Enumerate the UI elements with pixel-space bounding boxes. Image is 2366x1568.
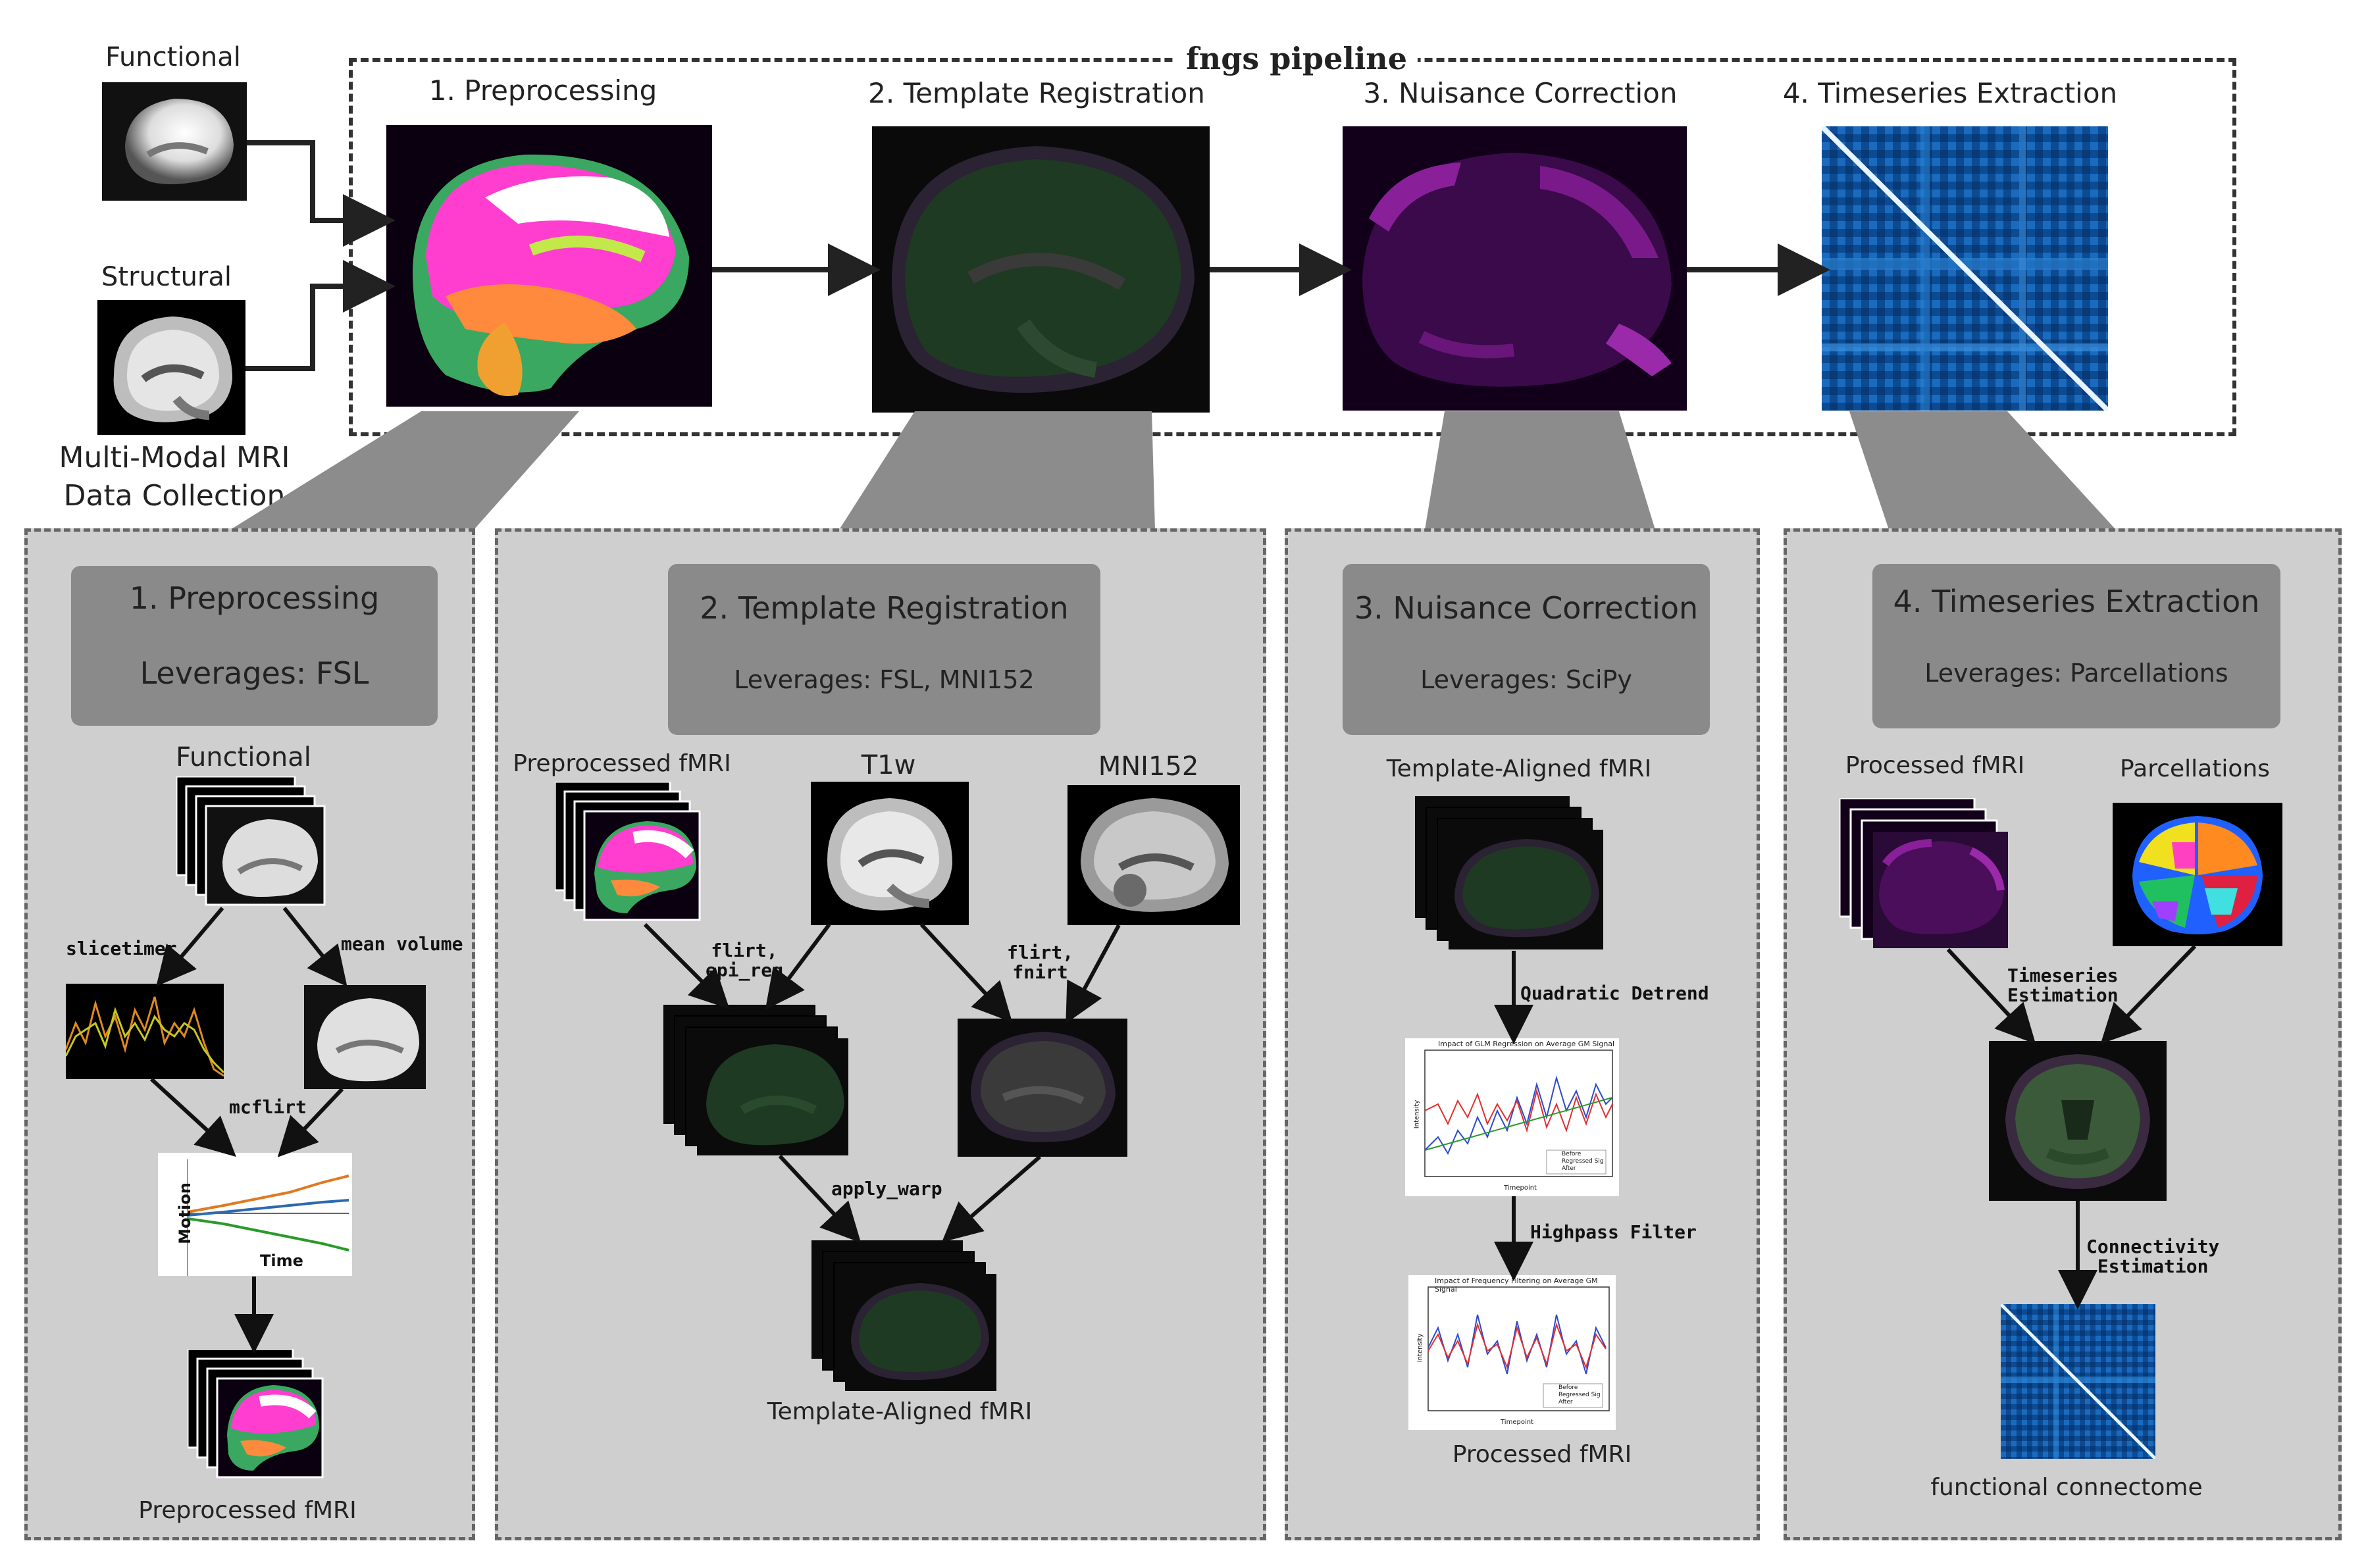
- panel4-output-label: functional connectome: [1930, 1474, 2203, 1501]
- nuisance-brain-image: [1343, 126, 1687, 411]
- stage-label-nuisance: 3. Nuisance Correction: [1363, 77, 1678, 109]
- panel4-header: 4. Timeseries Extraction Leverages: Parc…: [1872, 564, 2280, 728]
- stage-label-timeseries: 4. Timeseries Extraction: [1782, 77, 2118, 109]
- glm-legend-before: Before: [1562, 1151, 1582, 1157]
- panel2-epi-aligned-stack: [663, 1005, 849, 1156]
- collection-label-line1: Multi-Modal MRI: [59, 441, 290, 474]
- glm-legend-after: After: [1562, 1165, 1576, 1172]
- panel3-leverages: Leverages: SciPy: [1420, 665, 1632, 694]
- panel1-output-label: Preprocessed fMRI: [138, 1497, 357, 1524]
- panel2-title: 2. Template Registration: [700, 590, 1069, 626]
- filter-legend-after: After: [1558, 1399, 1573, 1405]
- structural-input-label: Structural: [101, 262, 232, 292]
- collection-label-line2: Data Collection: [63, 479, 286, 513]
- step-fnirt: fnirt: [1012, 961, 1068, 983]
- panel3-input-stack: [1415, 796, 1606, 951]
- glm-xlabel: Timepoint: [1504, 1184, 1537, 1192]
- panel1-title: 1. Preprocessing: [129, 580, 380, 616]
- step-connectivity-estimation: Connectivity Estimation: [2086, 1237, 2219, 1277]
- step-flirt-2: flirt,: [1007, 942, 1074, 963]
- panel2-template-nonlinear: [958, 1019, 1127, 1157]
- step-flirt-fnirt: flirt, fnirt: [1007, 943, 1073, 982]
- stage-label-preprocessing: 1. Preprocessing: [428, 74, 657, 107]
- panel1-functional-stack: [176, 776, 328, 908]
- step-mean-volume: mean volume: [341, 933, 463, 955]
- functional-input-image: [102, 82, 247, 201]
- pipeline-title: fngs pipeline: [1175, 41, 1418, 76]
- step-timeseries-word: Timeseries: [2007, 965, 2119, 986]
- panel2-input-preprocessed: Preprocessed fMRI: [513, 750, 731, 777]
- panel1-header: 1. Preprocessing Leverages: FSL: [71, 566, 438, 726]
- motion-x-label: Time: [260, 1252, 303, 1270]
- step-apply-warp: apply_warp: [831, 1178, 942, 1200]
- coronal-parcellated-image: [1989, 1041, 2167, 1201]
- filter-xlabel: Timepoint: [1501, 1419, 1533, 1426]
- parcellations-image: [2113, 803, 2282, 946]
- top-flow-arrows: [245, 140, 1830, 371]
- functional-input-label: Functional: [105, 42, 241, 72]
- panel2-input-mni152: MNI152: [1098, 751, 1199, 782]
- panel2-input-t1w: T1w: [861, 750, 916, 780]
- glm-regression-plot: Impact of GLM Regression on Average GM S…: [1405, 1038, 1619, 1196]
- step-highpass-filter: Highpass Filter: [1530, 1221, 1697, 1243]
- panel2-output-label: Template-Aligned fMRI: [767, 1398, 1033, 1425]
- structural-input-image: [97, 300, 245, 435]
- filter-legend-before: Before: [1558, 1384, 1578, 1391]
- step-flirt-1: flirt,: [711, 940, 778, 961]
- preprocessed-brain-image: [386, 125, 712, 407]
- panel1-leverages: Leverages: FSL: [140, 655, 369, 691]
- registration-brain-image: [872, 126, 1210, 413]
- panel4-input-processed: Processed fMRI: [1845, 752, 2025, 779]
- panel1-preprocessed-stack: [188, 1349, 326, 1480]
- frequency-filter-plot: Impact of Frequency Filtering on Average…: [1408, 1275, 1616, 1430]
- step-connectivity-word: Connectivity: [2086, 1236, 2220, 1257]
- panel2-preprocessed-stack: [555, 782, 703, 923]
- step-quadratic-detrend: Quadratic Detrend: [1520, 982, 1709, 1004]
- mni152-image: [1067, 785, 1240, 925]
- panel2-header: 2. Template Registration Leverages: FSL,…: [668, 564, 1100, 735]
- t1w-image: [811, 782, 969, 925]
- connectome-matrix-image: [1822, 126, 2108, 411]
- panel3-input-label: Template-Aligned fMRI: [1386, 755, 1652, 782]
- panel1-input-label: Functional: [176, 742, 311, 772]
- panel4-input-parcellations: Parcellations: [2120, 755, 2270, 782]
- step-mcflirt: mcflirt: [229, 1096, 307, 1118]
- panel4-leverages: Leverages: Parcellations: [1924, 659, 2228, 688]
- panel3-output-label: Processed fMRI: [1452, 1441, 1632, 1468]
- motion-plot: Motion Time: [158, 1153, 352, 1276]
- mean-volume-image: [304, 985, 426, 1089]
- panel2-leverages: Leverages: FSL, MNI152: [734, 665, 1035, 694]
- panel4-title: 4. Timeseries Extraction: [1893, 584, 2260, 619]
- filter-legend-regressed: Regressed Sig: [1558, 1392, 1601, 1398]
- slicetimer-plot: [66, 984, 224, 1079]
- glm-legend-regressed: Regressed Sig: [1562, 1158, 1604, 1165]
- panel3-title: 3. Nuisance Correction: [1354, 590, 1699, 626]
- panel2-template-aligned-stack: [811, 1240, 997, 1392]
- step-estimation-word-2: Estimation: [2097, 1255, 2209, 1277]
- panel3-header: 3. Nuisance Correction Leverages: SciPy: [1343, 564, 1710, 735]
- functional-connectome-matrix: [2001, 1304, 2155, 1459]
- panel4-processed-stack: [1839, 798, 2011, 949]
- funnel-connectors: [230, 411, 2116, 530]
- stage-label-registration: 2. Template Registration: [868, 77, 1205, 109]
